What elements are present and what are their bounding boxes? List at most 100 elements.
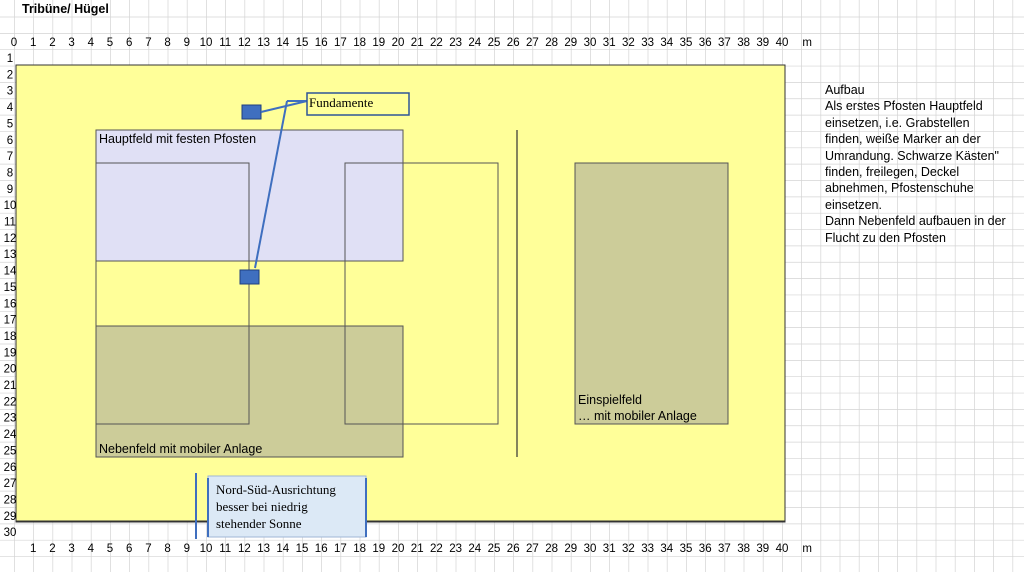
column-label-bottom: 40	[776, 543, 789, 555]
aufbau-line: Als erstes Pfosten Hauptfeld	[825, 99, 983, 114]
column-label-top: 7	[145, 37, 151, 49]
row-label: 21	[4, 380, 17, 392]
column-label-bottom: 18	[353, 543, 366, 555]
row-label: 23	[4, 413, 17, 425]
row-label: 4	[7, 102, 14, 114]
aufbau-line: abnehmen, Pfostenschuhe	[825, 181, 974, 196]
column-label-bottom: 10	[200, 543, 213, 555]
column-label-bottom: 3	[68, 543, 74, 555]
column-label-top: m	[802, 37, 812, 49]
row-label: 25	[4, 445, 17, 457]
column-label-top: 12	[238, 37, 251, 49]
column-label-bottom: 17	[334, 543, 347, 555]
aufbau-line: Flucht zu den Pfosten	[825, 230, 946, 245]
column-label-bottom: 35	[680, 543, 693, 555]
column-label-bottom: 33	[641, 543, 654, 555]
column-label-top: 16	[315, 37, 328, 49]
column-label-top: 40	[776, 37, 789, 49]
column-label-bottom: 19	[372, 543, 385, 555]
row-label: 11	[4, 217, 16, 229]
column-label-bottom: 31	[603, 543, 616, 555]
row-label: 16	[4, 298, 17, 310]
column-label-top: 10	[200, 37, 213, 49]
row-label: 10	[4, 200, 17, 212]
row-label: 6	[7, 135, 13, 147]
hauptfeld-label: Hauptfeld mit festen Pfosten	[99, 132, 256, 146]
column-label-bottom: 4	[88, 543, 95, 555]
connector-bottom	[254, 100, 288, 269]
row-label: 27	[4, 478, 17, 490]
row-label: 17	[4, 315, 17, 327]
row-label: 19	[4, 347, 17, 359]
column-label-bottom: 11	[219, 543, 231, 555]
column-label-top: 38	[737, 37, 750, 49]
column-label-bottom: 25	[488, 543, 501, 555]
row-label: 8	[7, 167, 13, 179]
aufbau-note: Aufbau Als erstes Pfosten Hauptfeld eins…	[825, 82, 1024, 246]
column-label-top: 21	[411, 37, 424, 49]
row-label: 30	[4, 527, 17, 539]
aufbau-line: einsetzen.	[825, 197, 882, 212]
aufbau-line: Aufbau	[825, 83, 865, 97]
column-label-bottom: 37	[718, 543, 731, 555]
column-label-top: 34	[660, 37, 673, 49]
fundamente-label: Fundamente	[309, 95, 373, 110]
column-label-top: 13	[257, 37, 270, 49]
inner-court-right	[344, 162, 499, 425]
row-label: 14	[4, 266, 17, 278]
column-label-bottom: 28	[545, 543, 558, 555]
column-label-top: 4	[88, 37, 95, 49]
column-label-bottom: 30	[584, 543, 597, 555]
column-label-top: 1	[30, 37, 36, 49]
column-label-top: 33	[641, 37, 654, 49]
callout-line-3: stehender Sonne	[216, 516, 302, 531]
column-label-bottom: 23	[449, 543, 462, 555]
column-label-bottom: 2	[49, 543, 55, 555]
einspielfeld-sublabel: … mit mobiler Anlage	[578, 409, 697, 423]
column-label-top: 36	[699, 37, 712, 49]
column-label-bottom: 7	[145, 543, 151, 555]
column-label-top: 3	[68, 37, 74, 49]
column-label-bottom: 12	[238, 543, 251, 555]
aufbau-line: einsetzen, i.e. Grabstellen	[825, 115, 970, 130]
column-label-bottom: 6	[126, 543, 132, 555]
column-label-top: 9	[184, 37, 190, 49]
column-label-bottom: 36	[699, 543, 712, 555]
row-label: 22	[4, 396, 17, 408]
column-label-bottom: 22	[430, 543, 443, 555]
aufbau-line: finden, freilegen, Deckel	[825, 165, 960, 180]
column-label-top: 39	[756, 37, 769, 49]
column-label-bottom: 20	[392, 543, 405, 555]
connector-top	[260, 100, 308, 113]
column-label-bottom: 38	[737, 543, 750, 555]
column-label-top: 5	[107, 37, 113, 49]
nebenfeld-label: Nebenfeld mit mobiler Anlage	[99, 442, 262, 456]
row-label: 28	[4, 494, 17, 506]
row-label: 2	[7, 69, 13, 81]
column-label-bottom: 13	[257, 543, 270, 555]
column-label-top: 28	[545, 37, 558, 49]
column-label-bottom: 24	[468, 543, 481, 555]
aufbau-line: Dann Nebenfeld aufbauen in der	[825, 214, 1006, 229]
column-label-bottom: 29	[564, 543, 577, 555]
aufbau-line: finden, weiße Marker an der	[825, 132, 981, 147]
row-label: 12	[4, 233, 17, 245]
fundament-marker-top	[241, 104, 262, 120]
row-label: 5	[7, 118, 13, 130]
column-label-bottom: 21	[411, 543, 424, 555]
row-label: 24	[4, 429, 17, 441]
column-label-bottom: 27	[526, 543, 539, 555]
column-label-top: 2	[49, 37, 55, 49]
row-label: 29	[4, 511, 17, 523]
row-label: 26	[4, 462, 17, 474]
column-label-top: 11	[219, 37, 231, 49]
column-label-top: 31	[603, 37, 616, 49]
column-label-top: 30	[584, 37, 597, 49]
column-label-top: 14	[276, 37, 289, 49]
column-label-top: 25	[488, 37, 501, 49]
column-label-top: 37	[718, 37, 731, 49]
fundamente-box	[306, 92, 410, 116]
column-label-top: 6	[126, 37, 132, 49]
